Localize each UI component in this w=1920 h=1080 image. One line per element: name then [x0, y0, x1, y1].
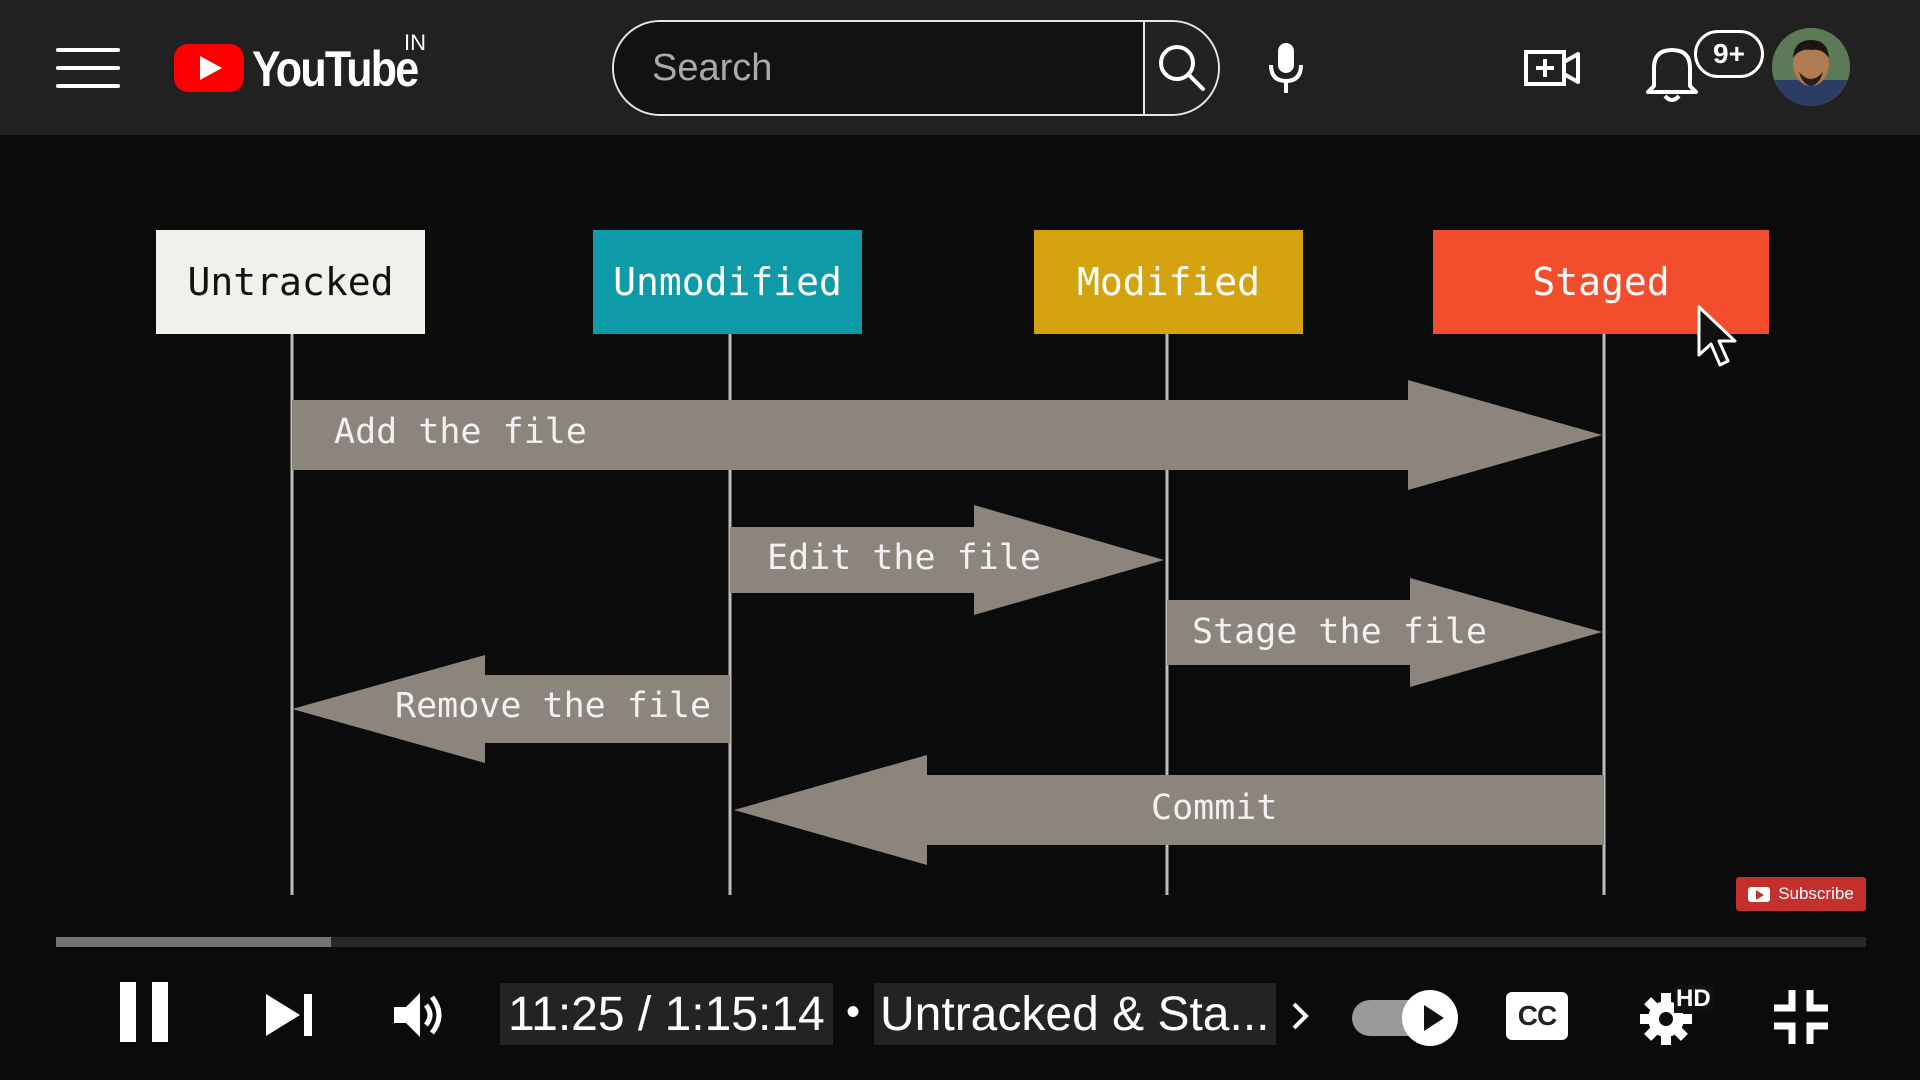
progress-bar[interactable] [56, 935, 1866, 949]
chapter-chevron-button[interactable] [1286, 998, 1316, 1034]
chapter-separator: • [846, 990, 861, 1034]
youtube-mini-icon [1748, 886, 1771, 902]
arrow-commit [734, 755, 1604, 865]
bell-icon [1646, 48, 1698, 102]
arrow-stage-the-file [1167, 578, 1602, 687]
state-unmodified: Unmodified [593, 230, 862, 334]
search-button[interactable] [1143, 22, 1218, 114]
pause-button[interactable] [116, 982, 172, 1042]
menu-icon[interactable] [56, 40, 120, 96]
time-display: 11:25 / 1:15:14 [500, 983, 833, 1045]
hd-badge: HD [1674, 985, 1713, 1013]
chevron-right-icon [1292, 1002, 1309, 1030]
state-unmodified-label: Unmodified [613, 260, 842, 304]
youtube-play-icon [174, 44, 244, 92]
state-modified-label: Modified [1076, 260, 1261, 304]
subscribe-button[interactable]: Subscribe [1736, 877, 1866, 911]
youtube-logo[interactable]: YouTube IN [174, 30, 464, 104]
exit-fullscreen-button[interactable] [1772, 988, 1830, 1046]
chapter-title[interactable]: Untracked & Sta... [874, 983, 1276, 1045]
voice-search-button[interactable] [1258, 40, 1314, 96]
mouse-cursor-icon [1697, 305, 1737, 367]
arrow-add-the-file [292, 380, 1602, 490]
progress-track [56, 937, 1866, 947]
state-modified: Modified [1034, 230, 1303, 334]
logo-wordmark: YouTube [252, 41, 419, 97]
arrow-label-remove: Remove the file [395, 686, 712, 726]
state-untracked: Untracked [156, 230, 425, 334]
autoplay-play-icon [1402, 990, 1458, 1046]
cc-icon[interactable]: CC [1506, 992, 1568, 1040]
notification-count-badge: 9+ [1694, 30, 1764, 78]
exit-fullscreen-icon [1774, 990, 1828, 1044]
arrow-edit-the-file [730, 505, 1164, 615]
search-bar [612, 20, 1220, 116]
state-untracked-label: Untracked [187, 260, 394, 304]
video-player[interactable]: Untracked Unmodified Modified Staged Add… [0, 135, 1920, 1080]
arrow-remove-the-file [292, 655, 730, 763]
create-video-button[interactable] [1522, 40, 1582, 96]
region-code: IN [404, 30, 426, 55]
state-staged: Staged [1433, 230, 1769, 334]
arrow-label-stage: Stage the file [1192, 612, 1488, 652]
notifications-button[interactable]: 9+ [1644, 30, 1764, 102]
subscribe-label: Subscribe [1778, 884, 1854, 903]
settings-button[interactable]: HD [1638, 985, 1720, 1045]
volume-button[interactable] [390, 985, 450, 1045]
arrow-label-commit: Commit [1151, 788, 1278, 828]
pause-icon [120, 982, 136, 1042]
arrow-label-edit: Edit the file [767, 538, 1041, 578]
volume-icon [394, 993, 442, 1037]
arrow-label-add: Add the file [334, 412, 587, 452]
avatar[interactable] [1772, 28, 1850, 106]
mic-icon [1269, 43, 1303, 93]
top-navigation-bar: YouTube IN 9+ [0, 0, 1920, 135]
search-icon [1158, 45, 1205, 91]
autoplay-toggle[interactable] [1352, 990, 1458, 1046]
state-staged-label: Staged [1532, 260, 1670, 304]
next-icon [266, 994, 312, 1036]
pause-icon-bar [152, 982, 168, 1042]
progress-played [56, 937, 332, 947]
git-lifecycle-diagram [290, 334, 1606, 895]
search-input[interactable] [614, 22, 1143, 114]
next-button[interactable] [262, 990, 318, 1040]
create-video-icon [1524, 50, 1580, 86]
